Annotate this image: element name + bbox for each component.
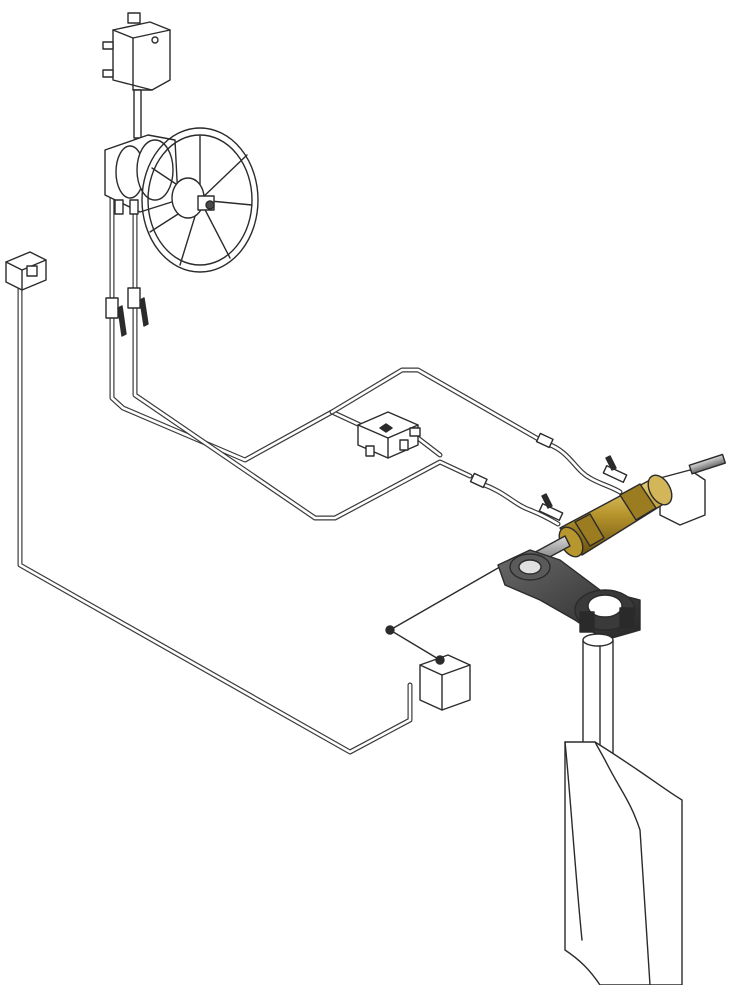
tiller-arm xyxy=(497,549,641,641)
rudder-angle-indicator xyxy=(5,251,47,291)
valve-block xyxy=(357,411,421,459)
oil-reservoir xyxy=(102,12,171,139)
rudder xyxy=(564,633,683,985)
flex-hoses xyxy=(469,432,623,527)
hydraulic-lines xyxy=(109,165,543,521)
hydraulic-cylinder xyxy=(527,453,727,567)
helm-pump xyxy=(104,134,179,215)
indicator-cable xyxy=(17,279,413,755)
steering-wheel xyxy=(141,127,259,273)
rudder-feedback-unit xyxy=(385,567,499,711)
shutoff-valves xyxy=(105,287,149,337)
